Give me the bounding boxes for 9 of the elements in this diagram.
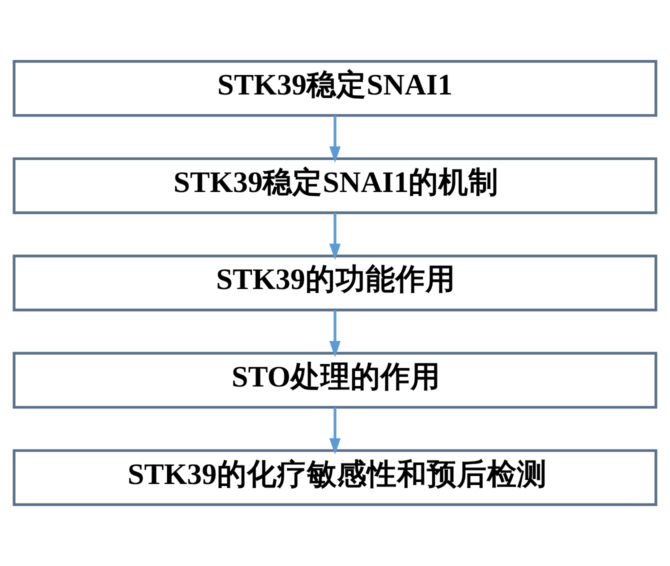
node-box: STO处理的作用 bbox=[12, 352, 658, 409]
node-box: STK39稳定SNAI1 bbox=[12, 60, 658, 117]
node-box: STK39的化疗敏感性和预后检测 bbox=[12, 449, 658, 506]
arrow bbox=[329, 407, 341, 454]
arrow bbox=[329, 116, 341, 163]
arrow bbox=[329, 310, 341, 358]
node-box: STK39的功能作用 bbox=[12, 254, 658, 312]
arrow bbox=[329, 212, 341, 260]
node-box: STK39稳定SNAI1的机制 bbox=[12, 157, 658, 214]
